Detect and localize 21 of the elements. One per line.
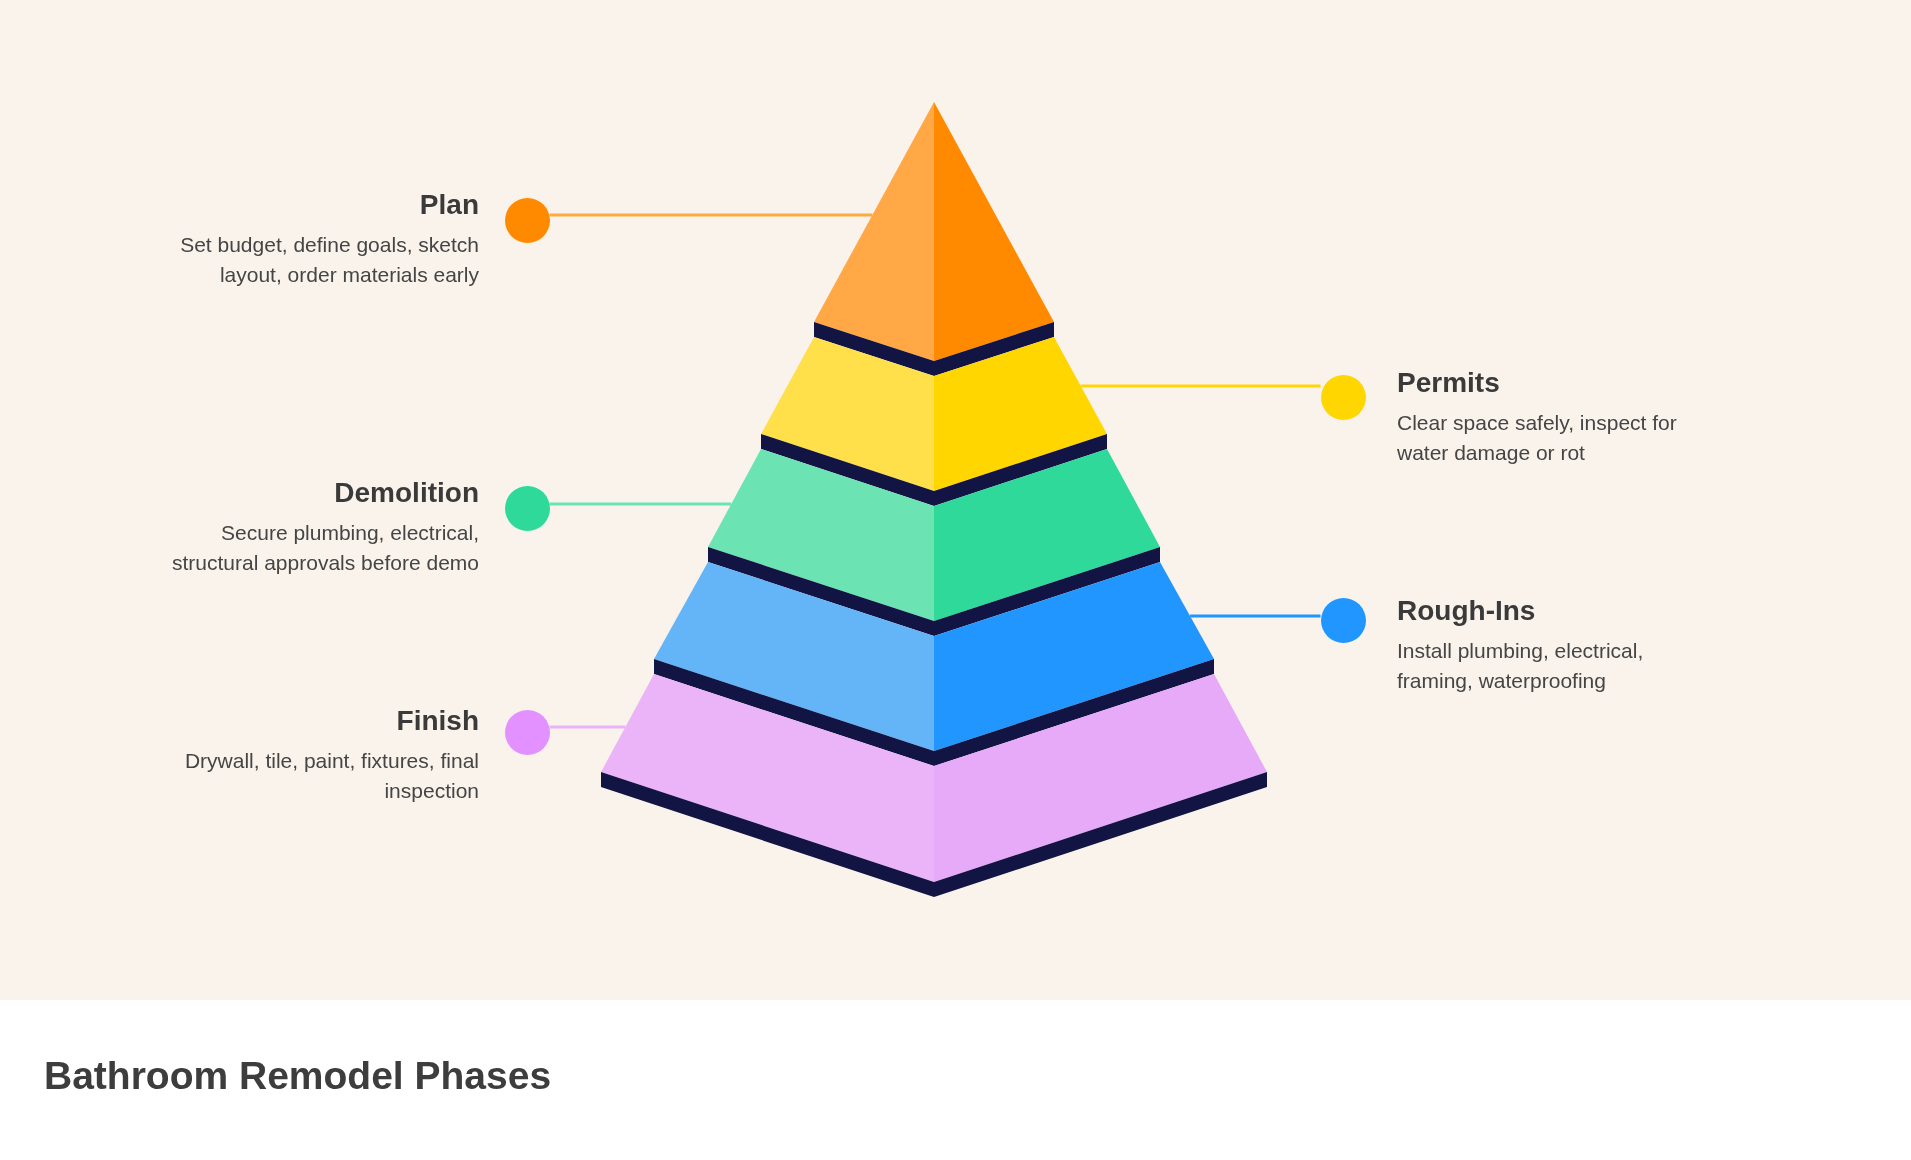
diagram-title: Bathroom Remodel Phases: [44, 1053, 552, 1099]
phase-title: Plan: [419, 188, 479, 222]
leader-line: [1080, 384, 1321, 388]
leader-line: [1190, 614, 1321, 618]
leader-line: [549, 725, 626, 729]
leader-line: [549, 213, 873, 217]
pyramid-tier: [761, 337, 1107, 506]
phase-description: Clear space safely, inspect for water damage or rot: [1397, 410, 1678, 466]
pyramid-top-tier: [814, 102, 1054, 376]
leader-line: [549, 502, 732, 506]
phase-title: Finish: [396, 704, 479, 738]
pyramid-tier: [654, 562, 1214, 766]
phase-title: Rough-Ins: [1397, 594, 1536, 628]
phase-description: Drywall, tile, paint, fixtures, final inspection: [183, 748, 479, 804]
pyramid-tier: [708, 449, 1160, 636]
phase-title: Permits: [1397, 366, 1500, 400]
phase-description: Secure plumbing, electrical, structural approvals before demo: [171, 520, 479, 576]
phase-description: Install plumbing, electrical, framing, waterproofing: [1397, 638, 1645, 694]
phase-title: Demolition: [334, 476, 479, 510]
pyramid-tier: [601, 674, 1267, 897]
phase-description: Set budget, define goals, sketch layout, order materials early: [179, 232, 479, 288]
